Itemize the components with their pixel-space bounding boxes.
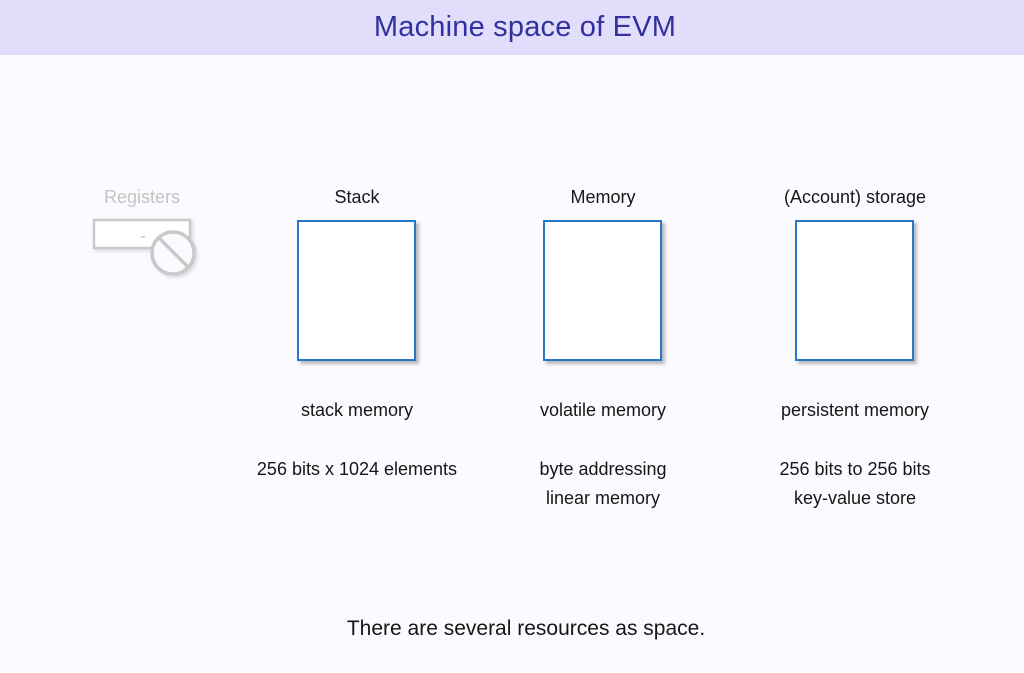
memory-label: volatile memory [539, 400, 667, 420]
registers-prohibited-icon: - [92, 218, 196, 276]
stack-box [297, 220, 416, 361]
storage-detail-line: key-value store [793, 488, 917, 508]
stack-details: 256 bits x 1024 elements [207, 455, 507, 484]
memory-title: Memory [570, 187, 636, 207]
storage-details: 256 bits to 256 bits key-value store [705, 455, 1005, 513]
registers-title: Registers [103, 187, 181, 207]
storage-box [795, 220, 914, 361]
storage-label: persistent memory [780, 400, 930, 420]
memory-detail-line: linear memory [545, 488, 661, 508]
stack-title: Stack [334, 187, 380, 207]
storage-title: (Account) storage [783, 187, 927, 207]
prohibition-icon [150, 230, 196, 276]
memory-details: byte addressing linear memory [453, 455, 753, 513]
register-placeholder: - [140, 228, 145, 245]
footer-text: There are several resources as space. [346, 617, 706, 640]
stack-detail-line: 256 bits x 1024 elements [256, 459, 458, 479]
storage-detail-line: 256 bits to 256 bits [779, 459, 931, 479]
storage-column: (Account) storage persistent memory 256 … [735, 186, 975, 516]
memory-column: Memory volatile memory byte addressing l… [483, 186, 723, 516]
slide-header: Machine space of EVM [0, 0, 1024, 55]
page-title: Machine space of EVM [373, 11, 677, 43]
memory-detail-line: byte addressing [539, 459, 667, 479]
stack-column: Stack stack memory 256 bits x 1024 eleme… [237, 186, 477, 516]
registers-column: Registers - [22, 186, 262, 516]
stack-label: stack memory [300, 400, 414, 420]
memory-box [543, 220, 662, 361]
